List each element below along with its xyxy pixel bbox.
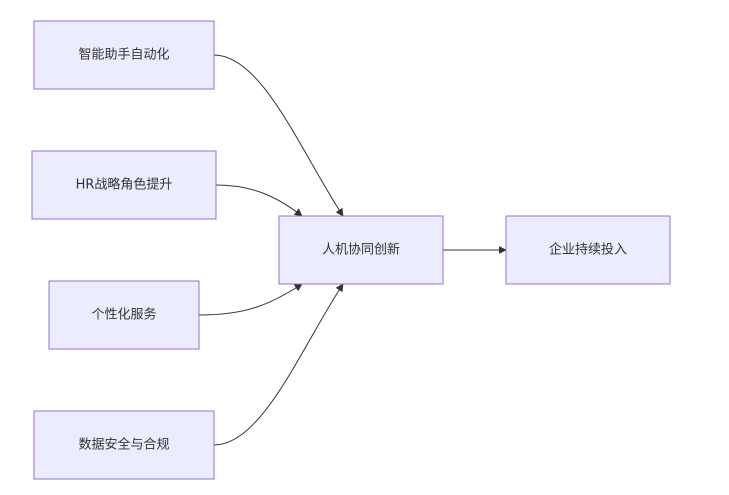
node-data-security: 数据安全与合规 [33, 410, 215, 480]
node-collaboration-label: 人机协同创新 [322, 242, 400, 258]
node-data-security-label: 数据安全与合规 [78, 437, 169, 453]
node-collaboration: 人机协同创新 [278, 215, 444, 285]
node-personalized: 个性化服务 [48, 280, 200, 350]
node-investment: 企业持续投入 [505, 215, 671, 285]
node-ai-assistant: 智能助手自动化 [33, 20, 215, 90]
node-hr-role-label: HR战略角色提升 [76, 177, 173, 193]
edge-data-security-to-collaboration [213, 283, 344, 446]
node-hr-role: HR战略角色提升 [31, 150, 217, 220]
node-investment-label: 企业持续投入 [549, 242, 627, 258]
edge-personalized-to-collaboration [198, 283, 303, 316]
node-ai-assistant-label: 智能助手自动化 [78, 48, 169, 63]
node-personalized-label: 个性化服务 [91, 307, 156, 323]
edge-ai-assistant-to-collaboration [213, 54, 344, 217]
edge-hr-role-to-collaboration [215, 184, 303, 217]
